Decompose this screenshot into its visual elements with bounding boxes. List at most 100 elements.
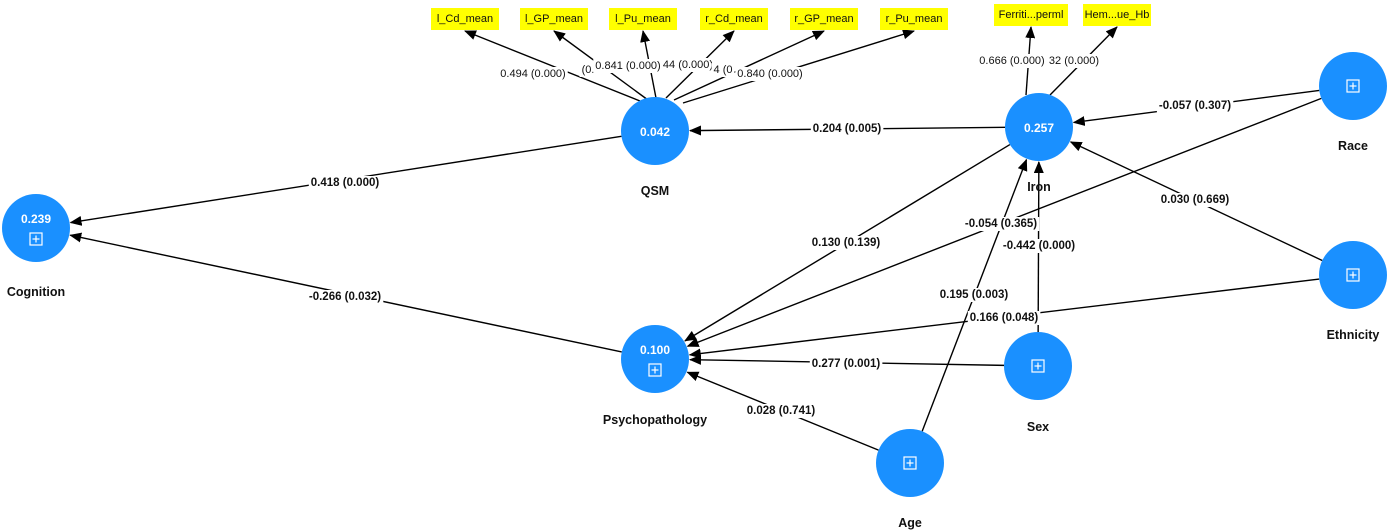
node-label-qsm: QSM [641, 184, 669, 198]
edge-label-qsm-to-cognition: 0.418 (0.000) [308, 176, 382, 190]
indicator-r_pu[interactable]: r_Pu_mean [880, 8, 948, 30]
edge-label-psychopathology-to-cognition: -0.266 (0.032) [306, 290, 384, 304]
edge-label-ethnicity-to-iron-text: 0.030 (0.669) [1161, 194, 1230, 206]
loading-label-l_pu-bg [593, 59, 663, 73]
loading-label-ferritin-bg [977, 54, 1047, 68]
loading-label-r_gp-text: 4 (0 [714, 64, 733, 76]
node-race[interactable] [1319, 52, 1387, 120]
indicator-box [1083, 4, 1151, 26]
edge-label-age-to-psychopathology-text: 0.028 (0.741) [747, 405, 816, 417]
loading-label-l_cd-text: 0.494 (0.000) [500, 68, 565, 80]
edge-label-race-to-iron: -0.057 (0.307) [1156, 99, 1234, 113]
loading-label-hemo-bg [1046, 54, 1102, 68]
indicator-box [790, 8, 858, 30]
node-circle [621, 325, 689, 393]
indicator-label: r_GP_mean [794, 13, 853, 25]
loading-label-l_pu: 0.841 (0.000) [593, 59, 663, 73]
node-age[interactable] [876, 429, 944, 497]
edge-label-qsm-to-cognition-bg [308, 176, 382, 190]
loading-label-ferritin: 0.666 (0.000) [977, 54, 1047, 68]
expand-plus-icon[interactable] [1031, 359, 1045, 373]
edge-label-ethnicity-to-psychopathology: 0.166 (0.048) [967, 311, 1041, 325]
edge-label-ethnicity-to-psychopathology-text: 0.166 (0.048) [970, 312, 1039, 324]
node-sex[interactable] [1004, 332, 1072, 400]
loading-label-l_cd: 0.494 (0.000) [498, 67, 568, 81]
indicator-box [431, 8, 499, 30]
edge-label-iron-to-psychopathology-text: 0.130 (0.139) [812, 237, 881, 249]
edges-layer [69, 26, 1323, 451]
edge-label-psychopathology-to-cognition-bg [306, 290, 384, 304]
indicator-box [609, 8, 677, 30]
edge-label-race-to-psychopathology-bg [962, 217, 1040, 231]
indicator-box [700, 8, 768, 30]
indicators-layer: l_Cd_mean l_GP_mean l_Pu_mean r_Cd_mean r_GP… [431, 4, 1151, 30]
node-value: 0.239 [21, 212, 51, 226]
loading-line-l_cd [464, 30, 641, 102]
indicator-hemo[interactable]: Hem...ue_Hb [1083, 4, 1151, 26]
loading-label-hemo: 32 (0.000) [1046, 54, 1102, 68]
edge-label-iron-to-qsm-text: 0.204 (0.005) [813, 123, 882, 135]
expand-plus-icon[interactable] [1346, 79, 1360, 93]
edge-label-sex-to-iron-text: -0.442 (0.000) [1003, 240, 1075, 252]
expand-plus-icon[interactable] [648, 363, 662, 377]
indicator-l_cd[interactable]: l_Cd_mean [431, 8, 499, 30]
edge-label-ethnicity-to-psychopathology-bg [967, 311, 1041, 325]
indicator-label: r_Pu_mean [886, 13, 943, 25]
edge-label-sex-to-iron: -0.442 (0.000) [1000, 239, 1078, 253]
node-iron[interactable]: 0.257 [1005, 93, 1073, 161]
loading-label-r_cd-text: 44 (0.000) [663, 59, 713, 71]
edge-label-sex-to-psychopathology-text: 0.277 (0.001) [812, 358, 881, 370]
loading-label-r_pu-bg [735, 67, 805, 81]
indicator-l_gp[interactable]: l_GP_mean [520, 8, 588, 30]
node-value: 0.257 [1024, 121, 1054, 135]
node-psychopathology[interactable]: 0.100 [621, 325, 689, 393]
edge-label-ethnicity-to-iron: 0.030 (0.669) [1158, 193, 1232, 207]
edge-label-sex-to-psychopathology: 0.277 (0.001) [809, 357, 883, 371]
indicator-ferritin[interactable]: Ferriti...perml [994, 4, 1068, 26]
indicator-box [880, 8, 948, 30]
edge-label-age-to-iron: 0.195 (0.003) [937, 288, 1011, 302]
indicator-label: r_Cd_mean [705, 13, 762, 25]
edge-label-age-to-iron-bg [937, 288, 1011, 302]
loading-label-ferritin-text: 0.666 (0.000) [979, 55, 1044, 67]
edge-label-sex-to-iron-bg [1000, 239, 1078, 253]
edge-label-iron-to-psychopathology-bg [809, 236, 883, 250]
loading-label-hemo-text: 32 (0.000) [1049, 55, 1099, 67]
node-circle [621, 97, 689, 165]
loading-label-l_pu-text: 0.841 (0.000) [595, 60, 660, 72]
loading-label-l_cd-bg [498, 67, 568, 81]
node-value: 0.042 [640, 125, 670, 139]
loading-label-r_cd-bg [660, 58, 716, 72]
loading-label-r_gp: 4 (0 [711, 63, 735, 77]
nodes-layer: 0.042QSM0.257Iron0.239Cognition0.100Psyc… [2, 52, 1387, 530]
indicator-r_cd[interactable]: r_Cd_mean [700, 8, 768, 30]
loading-label-r_cd: 44 (0.000) [660, 58, 716, 72]
loading-line-r_gp [673, 30, 825, 101]
node-circle [1005, 93, 1073, 161]
edge-labels-layer: 0.204 (0.005) 0.418 (0.000) -0.266 (0.032)… [306, 54, 1234, 418]
node-ethnicity[interactable] [1319, 241, 1387, 309]
expand-plus-icon[interactable] [903, 456, 917, 470]
node-qsm[interactable]: 0.042 [621, 97, 689, 165]
node-label-cognition: Cognition [7, 285, 65, 299]
edge-label-psychopathology-to-cognition-text: -0.266 (0.032) [309, 291, 381, 303]
node-label-psychopathology: Psychopathology [603, 413, 707, 427]
node-label-ethnicity: Ethnicity [1327, 328, 1380, 342]
expand-plus-icon[interactable] [1346, 268, 1360, 282]
indicator-label: Hem...ue_Hb [1085, 9, 1150, 21]
node-value: 0.100 [640, 343, 670, 357]
loading-label-l_gp-bg [579, 63, 597, 77]
loading-label-l_gp: (0. [579, 63, 597, 77]
edge-label-age-to-psychopathology-bg [744, 404, 818, 418]
edge-label-ethnicity-to-iron-bg [1158, 193, 1232, 207]
node-cognition[interactable]: 0.239 [2, 194, 70, 262]
edge-label-race-to-iron-bg [1156, 99, 1234, 113]
edge-label-age-to-iron-text: 0.195 (0.003) [940, 289, 1009, 301]
expand-plus-icon[interactable] [29, 232, 43, 246]
indicator-label: l_Pu_mean [615, 13, 671, 25]
indicator-r_gp[interactable]: r_GP_mean [790, 8, 858, 30]
indicator-l_pu[interactable]: l_Pu_mean [609, 8, 677, 30]
edge-label-race-to-iron-text: -0.057 (0.307) [1159, 100, 1231, 112]
indicator-box [994, 4, 1068, 26]
